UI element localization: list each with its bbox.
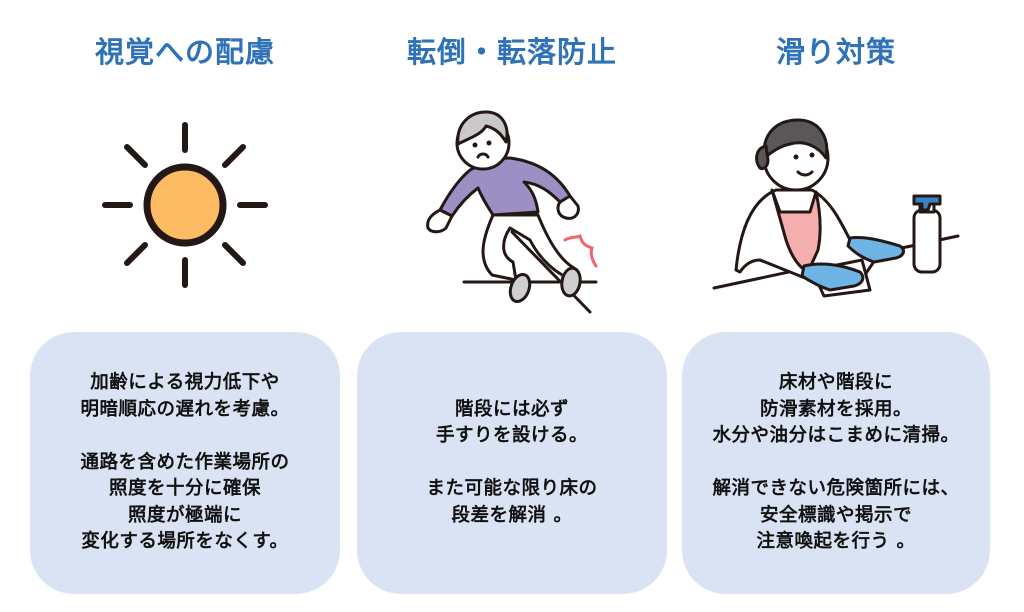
text-line: 照度を十分に確保: [108, 478, 261, 500]
title-slip-prevention: 滑り対策: [775, 35, 896, 69]
text-line: 防滑素材を採用。: [759, 398, 912, 420]
title-visual-consideration: 視覚への配慮: [94, 35, 275, 69]
text-line: 照度が極端に: [127, 504, 242, 526]
card-text-slip: 床材や階段に 防滑素材を採用。 水分や油分はこまめに清掃。 解消できない危険箇所…: [712, 370, 959, 556]
info-card-slip: 床材や階段に 防滑素材を採用。 水分や油分はこまめに清掃。 解消できない危険箇所…: [682, 332, 990, 594]
text-line: 床材や階段に: [778, 372, 893, 394]
text-line: 加齢による視力低下や: [90, 372, 280, 394]
text-line: 通路を含めた作業場所の: [80, 451, 290, 473]
text-line: 手すりを設ける。: [435, 425, 588, 447]
cleaning-person-icon: [712, 118, 960, 298]
text-line: 階段には必ず: [454, 398, 569, 420]
text-line: 安全標識や掲示で: [759, 504, 912, 526]
sun-icon: [102, 122, 268, 288]
text-line: 段差を解消 。: [451, 504, 573, 526]
text-line: 解消できない危険箇所には、: [712, 478, 960, 500]
info-card-visual: 加齢による視力低下や 明暗順応の遅れを考慮。 通路を含めた作業場所の 照度を十分…: [30, 332, 340, 594]
card-text-visual: 加齢による視力低下や 明暗順応の遅れを考慮。 通路を含めた作業場所の 照度を十分…: [80, 370, 289, 556]
title-fall-prevention: 転倒・転落防止: [406, 35, 617, 69]
info-card-fall: 階段には必ず 手すりを設ける。 また可能な限り床の 段差を解消 。: [357, 332, 667, 594]
text-line: 注意喚起を行う 。: [756, 531, 916, 553]
text-line: 変化する場所をなくす。: [81, 531, 289, 553]
text-line: 明暗順応の遅れを考慮。: [80, 398, 290, 420]
text-line: 水分や油分はこまめに清掃。: [712, 425, 960, 447]
text-line: また可能な限り床の: [426, 478, 598, 500]
card-text-fall: 階段には必ず 手すりを設ける。 また可能な限り床の 段差を解消 。: [426, 397, 597, 530]
falling-person-icon: [426, 110, 598, 314]
